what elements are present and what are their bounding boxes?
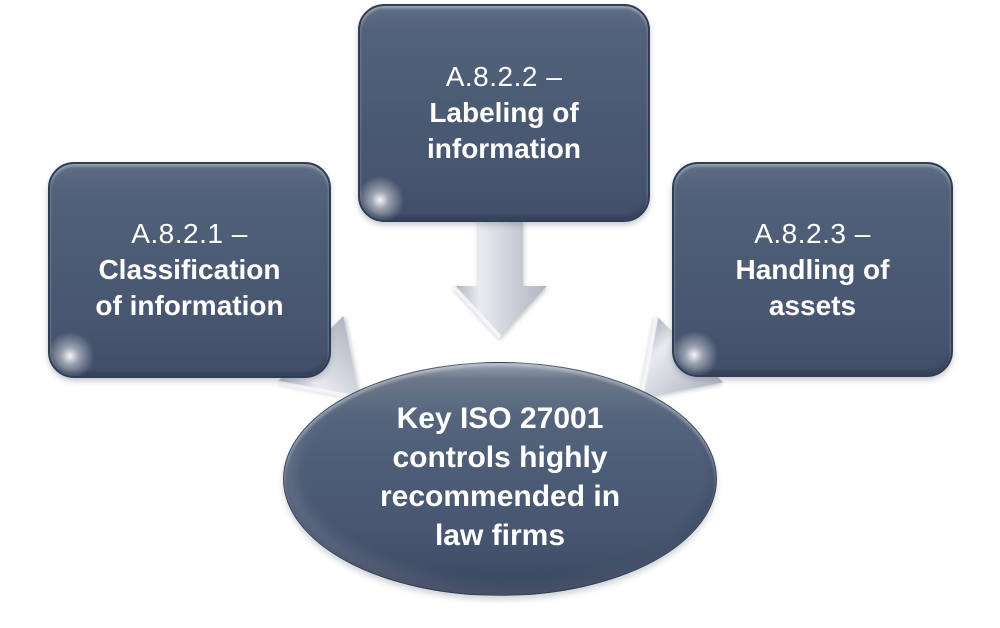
center-line: law firms [434,519,566,552]
control-label: Labeling of [429,97,579,128]
control-label: of information [95,290,284,321]
control-code: A.8.2.3 – [754,217,871,249]
center-line: Key ISO 27001 [396,402,604,435]
center-line: controls highly [392,441,608,474]
node-text: A.8.2.2 – Labeling of information [427,59,581,167]
arrow-down-center-icon [451,220,547,339]
center-line: recommended in [379,480,621,513]
control-code: A.8.2.2 – [445,61,563,92]
node-text: A.8.2.3 – Handling of assets [736,216,890,324]
center-ellipse-key-controls: Key ISO 27001 controls highly recommende… [283,362,717,596]
node-box-a823-handling: A.8.2.3 – Handling of assets [672,162,953,377]
node-box-a822-labeling: A.8.2.2 – Labeling of information [358,4,650,222]
control-label: Classification [98,254,281,285]
control-label: assets [768,289,857,321]
control-label: Handling of [735,253,890,285]
control-code: A.8.2.1 – [131,218,248,249]
control-label: information [427,133,581,164]
node-text: A.8.2.1 – Classification of information [95,216,283,324]
center-text: Key ISO 27001 controls highly recommende… [380,399,620,559]
node-box-a821-classification: A.8.2.1 – Classification of information [48,162,331,378]
